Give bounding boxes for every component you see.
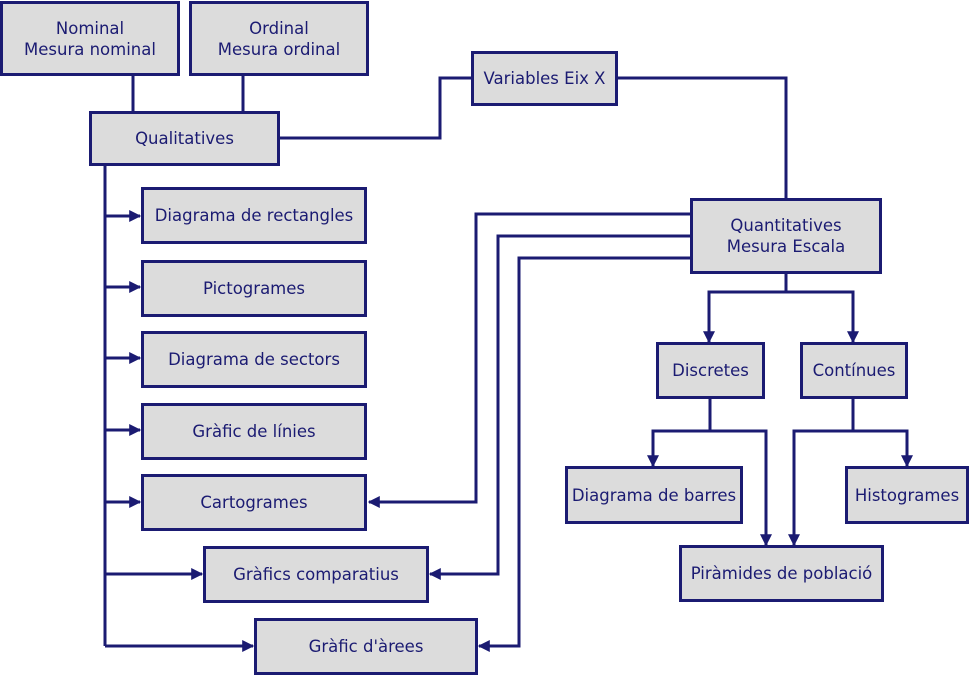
- node-quantitatives: Quantitatives Mesura Escala: [690, 198, 882, 274]
- node-pictogrames: Pictogrames: [141, 260, 367, 317]
- node-variables-eix-x: Variables Eix X: [471, 51, 618, 106]
- node-histogrames: Histogrames: [845, 466, 969, 524]
- node-nominal-subtitle: Mesura nominal: [24, 39, 156, 59]
- node-discretes: Discretes: [656, 342, 765, 399]
- node-continues-label: Contínues: [812, 361, 896, 380]
- node-diagrama-rectangles-label: Diagrama de rectangles: [154, 206, 354, 225]
- node-grafic-linies-label: Gràfic de línies: [192, 422, 316, 441]
- node-piramides-poblacio: Piràmides de població: [679, 545, 884, 602]
- node-pictogrames-label: Pictogrames: [203, 279, 305, 298]
- node-nominal: Nominal Mesura nominal: [0, 1, 180, 76]
- node-grafics-comparatius-label: Gràfics comparatius: [233, 565, 399, 584]
- node-discretes-label: Discretes: [672, 361, 749, 380]
- arrow-to-continues: [786, 290, 859, 344]
- node-cartogrames-label: Cartogrames: [200, 493, 308, 512]
- arrow-quantitatives-to-cartogrames: [367, 212, 691, 508]
- connector-qualitatives-variables: [279, 76, 472, 140]
- node-ordinal: Ordinal Mesura ordinal: [189, 1, 369, 76]
- node-diagrama-barres-label: Diagrama de barres: [571, 485, 737, 505]
- arrow-quantitatives-to-grafics-comparatius: [428, 234, 691, 580]
- node-diagrama-sectors-label: Diagrama de sectors: [168, 350, 340, 369]
- node-qualitatives-label: Qualitatives: [135, 129, 234, 148]
- arrow-quantitatives-to-grafic-arees: [477, 256, 691, 652]
- node-grafic-arees-label: Gràfic d'àrees: [308, 637, 424, 656]
- node-nominal-title: Nominal: [55, 18, 125, 38]
- arrow-to-diagrama-barres: [647, 429, 710, 468]
- node-diagrama-rectangles: Diagrama de rectangles: [141, 187, 367, 244]
- node-ordinal-subtitle: Mesura ordinal: [217, 39, 341, 59]
- node-ordinal-title: Ordinal: [249, 18, 309, 38]
- node-quantitatives-title: Quantitatives: [730, 216, 842, 235]
- arrow-continues-to-piramides: [788, 429, 853, 547]
- node-continues: Contínues: [800, 342, 908, 399]
- node-grafic-linies: Gràfic de línies: [141, 403, 367, 460]
- node-grafic-arees: Gràfic d'àrees: [254, 618, 478, 675]
- node-cartogrames: Cartogrames: [141, 474, 367, 531]
- node-quantitatives-subtitle: Mesura Escala: [726, 237, 846, 256]
- node-qualitatives: Qualitatives: [89, 111, 280, 166]
- arrow-to-histogrames: [853, 429, 913, 468]
- arrow-to-discretes: [703, 290, 786, 344]
- node-variables-eix-x-label: Variables Eix X: [483, 69, 606, 88]
- node-piramides-poblacio-label: Piràmides de població: [690, 564, 873, 583]
- node-histogrames-label: Histogrames: [854, 485, 960, 505]
- node-grafics-comparatius: Gràfics comparatius: [203, 546, 429, 603]
- arrow-discretes-to-piramides: [710, 429, 772, 547]
- node-diagrama-sectors: Diagrama de sectors: [141, 331, 367, 388]
- node-diagrama-barres: Diagrama de barres: [565, 466, 743, 524]
- connector-variables-quantitatives: [617, 76, 788, 199]
